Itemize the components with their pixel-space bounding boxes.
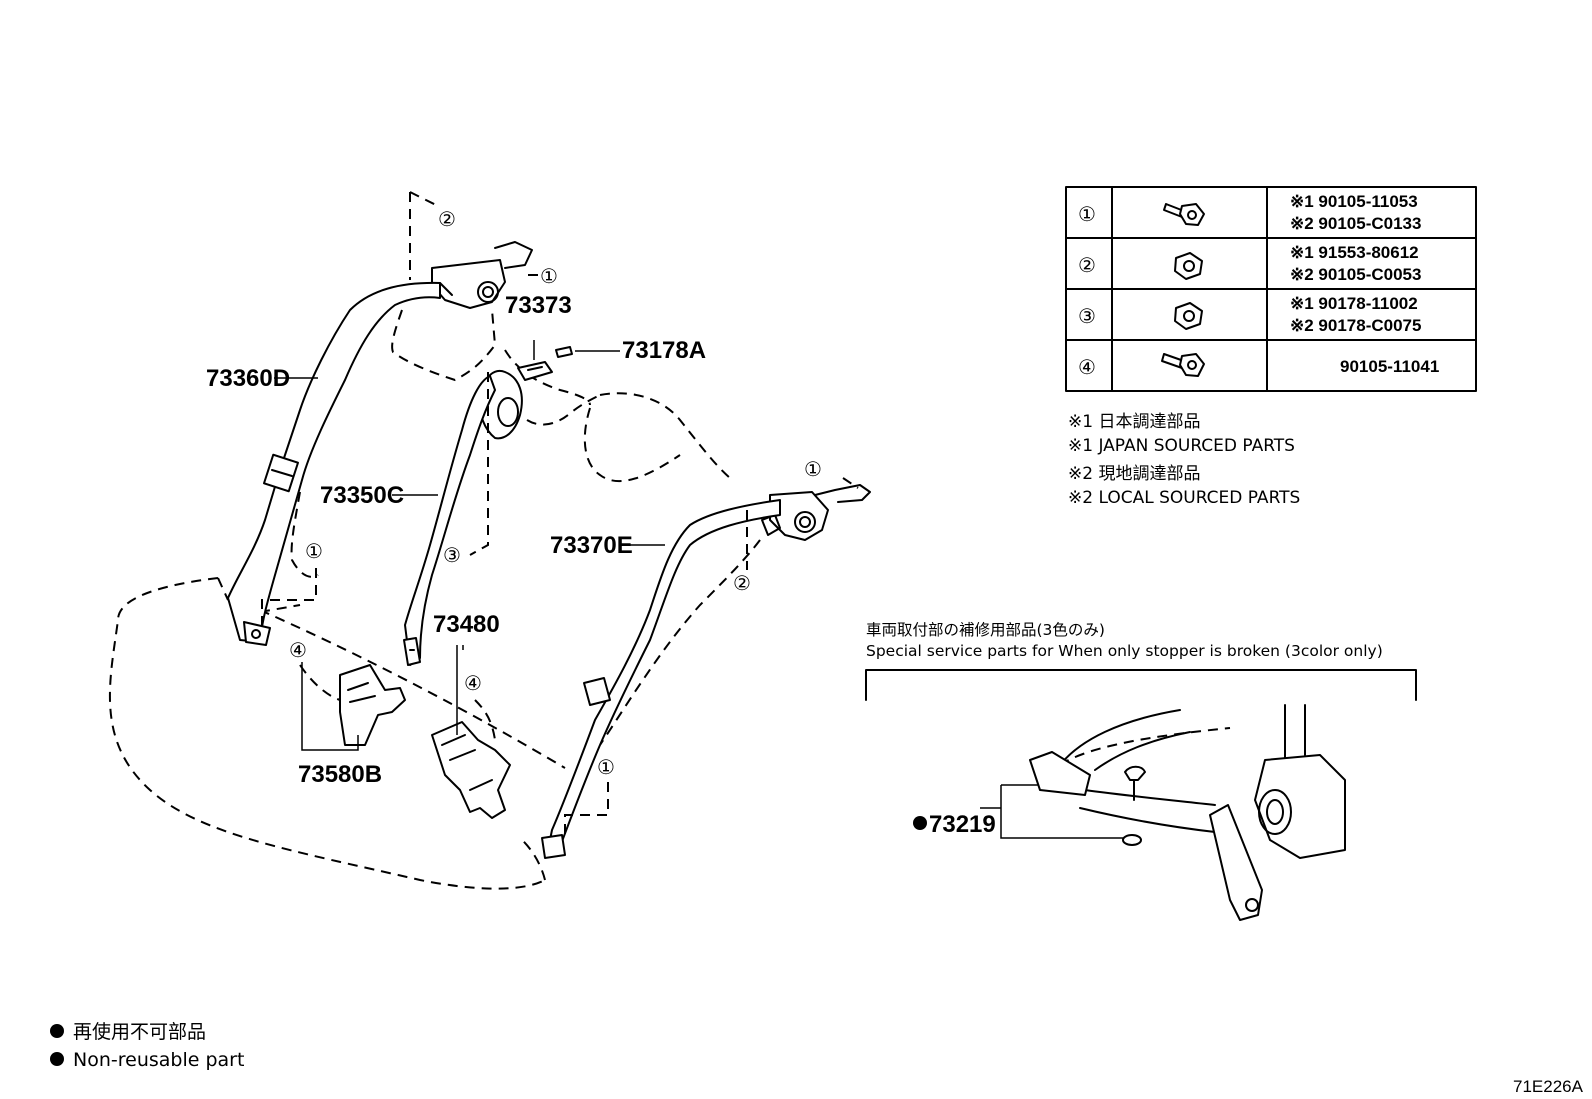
svg-text:①: ① [597, 755, 615, 779]
bolt-icon [1161, 353, 1205, 377]
cover-73373 [517, 361, 553, 381]
part-label-73480: 73480 [433, 611, 500, 638]
buckle-73480 [431, 721, 511, 819]
svg-text:※2 90105-C0133: ※2 90105-C0133 [1290, 214, 1421, 233]
svg-text:※1 90178-11002: ※1 90178-11002 [1290, 294, 1418, 313]
svg-text:②: ② [733, 571, 751, 595]
svg-text:③: ③ [1078, 304, 1096, 328]
nut-icon [1174, 302, 1203, 330]
non-reusable-dot-icon [50, 1052, 64, 1066]
part-label-73178a: 73178A [622, 337, 706, 364]
table-row: ① ※1 90105-11053 ※2 90105-C0133 [1078, 192, 1421, 233]
special-title-jp: 車両取付部の補修用部品(3色のみ) [866, 621, 1105, 639]
table-row: ④ 90105-11041 [1078, 353, 1439, 379]
fastener-table: ① ※1 90105-11053 ※2 90105-C0133 ② ※1 915… [1065, 186, 1477, 392]
clip-73178a [555, 346, 573, 358]
svg-text:90105-11041: 90105-11041 [1340, 357, 1439, 376]
legend-en: Non-reusable part [73, 1049, 244, 1071]
svg-text:③: ③ [443, 543, 461, 567]
special-title-en: Special service parts for When only stop… [866, 642, 1383, 660]
svg-text:②: ② [438, 207, 456, 231]
special-bracket [865, 669, 1417, 701]
callout-3-center: ③ [443, 543, 461, 567]
svg-text:※2 90105-C0053: ※2 90105-C0053 [1290, 265, 1421, 284]
svg-text:73219: 73219 [929, 811, 996, 838]
callout-1-left: ① [305, 539, 323, 563]
note-japan-jp: ※1 日本調達部品 [1068, 412, 1200, 432]
stopper-detail [1029, 704, 1346, 921]
svg-text:※2 90178-C0075: ※2 90178-C0075 [1290, 316, 1421, 335]
part-label-73580b: 73580B [298, 761, 382, 788]
buckle-73580b [339, 664, 406, 746]
callout-4-left: ④ [289, 638, 307, 662]
part-label-73370e: 73370E [550, 532, 633, 559]
svg-text:④: ④ [1078, 355, 1096, 379]
callout-2-top: ② [438, 207, 456, 231]
part-label-73360d: 73360D [206, 365, 290, 392]
right-seat-belt-assembly [541, 484, 871, 859]
table-row: ③ ※1 90178-11002 ※2 90178-C0075 [1078, 294, 1421, 335]
non-reusable-dot-icon [50, 1024, 64, 1038]
figure-reference: 71E226A [1513, 1077, 1584, 1096]
left-seat-belt-assembly [227, 241, 533, 646]
svg-text:②: ② [1078, 253, 1096, 277]
leader-lines [274, 340, 1130, 839]
svg-text:※1 91553-80612: ※1 91553-80612 [1290, 243, 1419, 262]
callout-2-right: ② [733, 571, 751, 595]
svg-text:①: ① [540, 264, 558, 288]
svg-text:①: ① [305, 539, 323, 563]
part-label-73219: 73219 [913, 811, 996, 838]
seat-cushion-outline [108, 577, 566, 890]
svg-text:※1 90105-11053: ※1 90105-11053 [1290, 192, 1418, 211]
svg-text:④: ④ [464, 671, 482, 695]
svg-text:①: ① [804, 457, 822, 481]
table-row: ② ※1 91553-80612 ※2 90105-C0053 [1078, 243, 1421, 284]
seat-back-outline [259, 309, 761, 746]
note-local-en: ※2 LOCAL SOURCED PARTS [1068, 488, 1300, 508]
part-label-73350c: 73350C [320, 482, 404, 509]
legend: 再使用不可部品 Non-reusable part [50, 1021, 244, 1071]
svg-text:④: ④ [289, 638, 307, 662]
callout-dashed-leaders [261, 191, 859, 840]
callout-4-center: ④ [464, 671, 482, 695]
center-seat-belt-assembly [403, 370, 523, 666]
callout-1-right-top: ① [804, 457, 822, 481]
note-japan-en: ※1 JAPAN SOURCED PARTS [1068, 436, 1295, 456]
nut-icon [1174, 252, 1203, 280]
note-local-jp: ※2 現地調達部品 [1068, 464, 1200, 484]
legend-jp: 再使用不可部品 [73, 1021, 206, 1043]
callout-1-bottom: ① [597, 755, 615, 779]
bolt-icon [1163, 203, 1205, 226]
callout-1-top: ① [540, 264, 558, 288]
svg-text:①: ① [1078, 202, 1096, 226]
part-label-73373: 73373 [505, 292, 572, 319]
